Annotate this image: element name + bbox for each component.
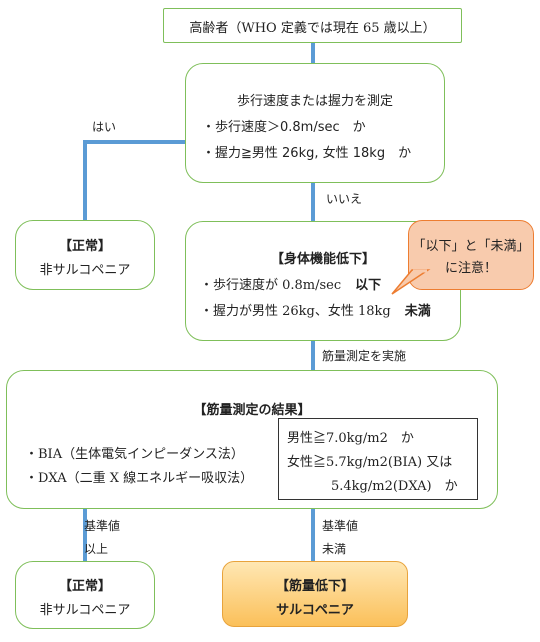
normal-box-1-title: 【正常】: [58, 239, 111, 254]
criteria-line2: 女性≧5.7kg/m2(BIA) 又は: [287, 455, 453, 470]
label-no: いいえ: [326, 192, 363, 206]
normal-box-2-title: 【正常】: [58, 579, 111, 594]
connector-no: [311, 183, 315, 222]
sarcopenia-box-body: サルコペニア: [276, 603, 354, 618]
label-std-below-2: 未満: [322, 542, 347, 556]
criteria-line1: 男性≧7.0kg/m2 か: [287, 431, 414, 446]
callout-line1: 「以下」と「未満」: [412, 239, 530, 254]
caution-callout: 「以下」と「未満」 に注意！: [408, 220, 534, 290]
label-std-above-1: 基準値: [84, 519, 121, 533]
label-do-muscle: 筋量測定を実施: [322, 349, 407, 363]
normal-box-1: 【正常】 非サルコペニア: [15, 220, 155, 290]
connector-muscle-to-normal: [83, 509, 87, 562]
measure-box: 歩行速度または握力を測定 ・歩行速度＞0.8m/sec か ・握力≧男性 26k…: [185, 63, 445, 183]
criteria-box: 男性≧7.0kg/m2 か 女性≧5.7kg/m2(BIA) 又は 5.4kg/…: [278, 418, 478, 500]
elderly-box-text: 高齢者（WHO 定義では現在 65 歳以上）: [189, 21, 436, 36]
function-box-title: 【身体機能低下】: [270, 252, 375, 267]
measure-box-title: 歩行速度または握力を測定: [236, 94, 393, 109]
muscle-box-title: 【筋量測定の結果】: [193, 403, 311, 418]
sarcopenia-box-title: 【筋量低下】: [275, 579, 354, 594]
normal-box-2-body: 非サルコペニア: [39, 603, 131, 618]
function-box-line2-emph: 未満: [404, 304, 431, 319]
connector-function-to-muscle: [311, 341, 315, 371]
function-box-line2-main: ・握力が男性 26kg、女性 18kg: [200, 304, 391, 319]
muscle-box-bia: ・BIA（生体電気インピーダンス法）: [25, 447, 244, 462]
criteria-line3: 5.4kg/m2(DXA) か: [331, 479, 458, 494]
callout-line2: に注意！: [444, 261, 497, 276]
callout-pointer: [391, 269, 431, 295]
connector-muscle-to-final: [311, 509, 315, 562]
label-std-below-1: 基準値: [322, 519, 359, 533]
elderly-box: 高齢者（WHO 定義では現在 65 歳以上）: [163, 8, 462, 43]
label-std-above-2: 以上: [84, 542, 109, 556]
connector-yes-horizontal: [83, 140, 187, 144]
measure-box-line1: ・歩行速度＞0.8m/sec か: [202, 120, 366, 135]
label-yes: はい: [92, 120, 117, 134]
function-box-line2: ・握力が男性 26kg、女性 18kg 未満: [200, 300, 431, 319]
function-box-line1-emph: 以下: [355, 278, 382, 293]
function-box-line1: ・歩行速度が 0.8m/sec 以下: [200, 274, 381, 293]
normal-box-1-body: 非サルコペニア: [39, 263, 131, 278]
function-box-line1-main: ・歩行速度が 0.8m/sec: [200, 278, 342, 293]
measure-box-line2: ・握力≧男性 26kg, 女性 18kg か: [202, 146, 412, 161]
connector-yes-vertical: [83, 140, 87, 222]
connector-top-to-measure: [311, 43, 315, 63]
normal-box-2: 【正常】 非サルコペニア: [15, 561, 155, 629]
muscle-box-dxa: ・DXA（二重 X 線エネルギー吸収法）: [25, 471, 254, 486]
sarcopenia-box: 【筋量低下】 サルコペニア: [222, 561, 408, 627]
